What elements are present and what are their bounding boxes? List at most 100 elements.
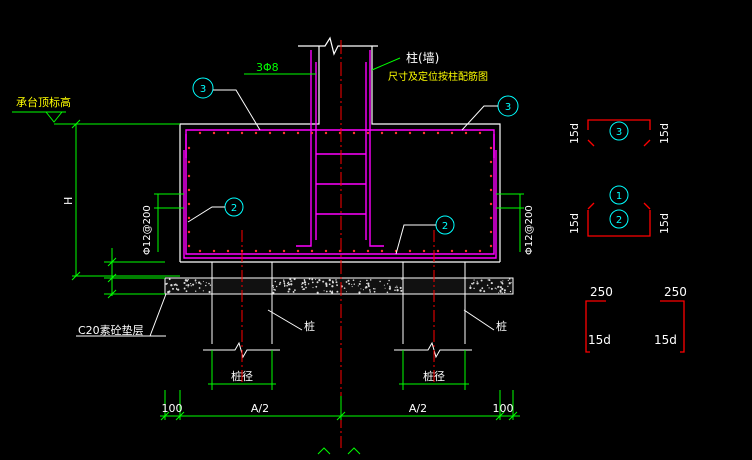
dim-half-right-label: A/2	[409, 402, 427, 415]
rebar-dot	[212, 249, 216, 253]
rebar-dot	[310, 249, 314, 253]
hatch-dot	[311, 281, 314, 284]
hatch-dot	[476, 280, 478, 282]
rebar-dot	[450, 131, 454, 135]
hatch-dot	[386, 291, 389, 294]
hatch-dot	[330, 291, 334, 294]
hatch-dot	[480, 279, 483, 282]
hatch-dot	[284, 284, 286, 287]
hatch-dot	[476, 282, 479, 285]
pile-right	[394, 261, 472, 359]
hatch-dot	[287, 283, 291, 286]
hatch-dot	[345, 281, 348, 283]
hatch-dot	[347, 279, 350, 282]
hatch-dot	[357, 285, 359, 287]
hatch-dot	[331, 281, 335, 284]
hatch-dot	[301, 283, 303, 286]
hatch-dot	[501, 281, 504, 284]
rebar-dot	[187, 244, 191, 248]
hatch-dot	[292, 290, 295, 293]
hatch-dot	[290, 280, 293, 282]
hatch-dot	[373, 290, 376, 293]
svg-text:15d: 15d	[568, 123, 581, 144]
rebar-dot	[408, 249, 412, 253]
hatch-dot	[483, 290, 486, 293]
hatch-dot	[328, 278, 331, 282]
column-note-label: 尺寸及定位按柱配筋图	[388, 70, 488, 83]
hatch-dot	[331, 285, 334, 288]
svg-text:15d: 15d	[588, 333, 611, 347]
hatch-dot	[335, 279, 337, 281]
hatch-dot	[284, 285, 286, 287]
hatch-dot	[360, 288, 362, 290]
hatch-dot	[308, 278, 311, 280]
svg-text:3: 3	[200, 84, 206, 95]
hatch-dot	[303, 281, 307, 284]
svg-text:15d: 15d	[568, 213, 581, 234]
hatch-dot	[501, 287, 504, 291]
hatch-dot	[488, 279, 491, 282]
hatch-dot	[496, 288, 498, 290]
rebar-dot	[296, 131, 300, 135]
hatch-dot	[394, 289, 396, 291]
rebar-dot	[422, 131, 426, 135]
rebar-dot	[436, 131, 440, 135]
hatch-dot	[175, 287, 178, 290]
rebar-dot	[366, 249, 370, 253]
hatch-dot	[290, 283, 293, 286]
hatch-dot	[358, 291, 361, 294]
hatch-dot	[322, 280, 325, 283]
hatch-dot	[499, 286, 502, 289]
hatch-dot	[283, 281, 285, 283]
hatch-dot	[365, 282, 368, 285]
hatch-dot	[345, 291, 348, 293]
rebar-dot	[478, 249, 482, 253]
hatch-dot	[187, 284, 190, 287]
hatch-dot	[192, 283, 195, 286]
rebar-dot	[380, 249, 384, 253]
hatch-dot	[174, 283, 177, 286]
dim-half-left-label: A/2	[251, 402, 269, 415]
cap-outline	[179, 36, 501, 263]
hatch-dot	[202, 290, 204, 292]
hatch-dot	[501, 292, 503, 294]
hatch-dot	[396, 286, 398, 289]
hatch-dot	[369, 279, 372, 281]
hatch-dot	[510, 282, 512, 284]
hatch-dot	[352, 279, 355, 281]
hatch-dot	[331, 290, 333, 292]
hatch-dot	[487, 279, 489, 281]
detail-bar-3: 3 15d 15d	[568, 119, 671, 147]
rebar-dot	[352, 249, 356, 253]
hatch-dot	[469, 286, 472, 290]
elevation-mark	[12, 111, 180, 299]
hatch-dot	[202, 280, 204, 282]
hatch-dot	[316, 291, 319, 294]
rebar-dot	[187, 188, 191, 192]
hatch-dot	[372, 288, 375, 290]
hatch-dot	[305, 286, 307, 289]
hatch-dot	[316, 281, 319, 284]
hatch-dot	[336, 284, 338, 287]
rebar-dot	[489, 160, 493, 164]
side-bar-leaders	[154, 193, 524, 252]
svg-text:15d: 15d	[658, 213, 671, 234]
hatch-dot	[194, 280, 197, 282]
hatch-dot	[490, 287, 493, 290]
hatch-dot	[351, 283, 353, 285]
hatch-dot	[494, 287, 496, 289]
hatch-dot	[283, 279, 285, 281]
hatch-dot	[208, 290, 211, 294]
cap-top-elev-label: 承台顶标高	[16, 95, 71, 109]
hatch-dot	[168, 291, 171, 293]
rebar-dot	[408, 131, 412, 135]
hatch-dot	[508, 282, 511, 285]
marker-3-left: 3	[192, 77, 261, 131]
dim-left-label: 100	[162, 402, 183, 415]
hatch-dot	[359, 280, 361, 283]
hatch-dot	[195, 282, 197, 284]
hatch-dot	[486, 284, 489, 286]
rebar-dot	[450, 249, 454, 253]
hatch-dot	[276, 285, 278, 288]
height-label: H	[62, 197, 75, 205]
